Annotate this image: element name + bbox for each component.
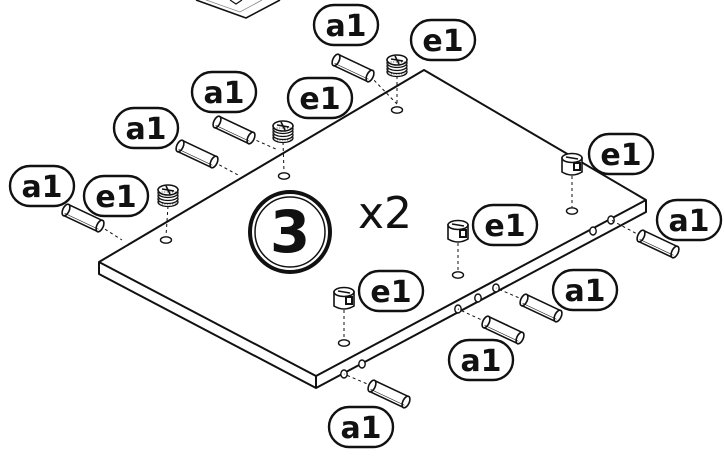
dowels	[61, 53, 680, 409]
part-label-text: e1	[95, 180, 136, 215]
cam-hole	[337, 339, 351, 347]
cam-label-c2: e1	[286, 76, 354, 120]
step-badge: 3	[248, 190, 332, 274]
dowel-label-d4: a1	[8, 164, 76, 208]
part-label-text: e1	[299, 82, 340, 117]
dowel-d7	[481, 315, 525, 345]
dowel-label-d6: a1	[551, 268, 619, 312]
edge-hole	[607, 215, 615, 225]
part-label-text: e1	[422, 24, 463, 59]
part-label-text: a1	[203, 76, 244, 111]
dowel-d3	[175, 139, 219, 169]
cam-locks	[157, 54, 583, 310]
part-label-text: a1	[564, 274, 605, 309]
cam-lock-c3	[157, 184, 179, 208]
dowel-label-d7: a1	[447, 338, 515, 382]
cam-lock-c2	[272, 120, 294, 144]
cam-label-c5: e1	[471, 203, 539, 247]
step-number: 3	[270, 198, 310, 266]
dowel-label-d8: a1	[327, 405, 395, 449]
dowel-d5	[636, 229, 680, 259]
part-label-text: e1	[370, 275, 411, 310]
cam-label-c4: e1	[587, 132, 655, 176]
part-label-text: a1	[668, 204, 709, 239]
panel-board	[98, 69, 647, 389]
cam-hole	[277, 172, 291, 180]
face-holes	[159, 106, 579, 347]
cam-label-c3: e1	[82, 174, 150, 218]
edge-hole	[589, 226, 597, 236]
guide-lines	[99, 75, 642, 387]
dowel-d6	[519, 293, 563, 323]
cam-label-c6: e1	[357, 269, 425, 313]
cam-lock-c5	[447, 219, 469, 243]
dowel-label-d2: a1	[190, 70, 258, 114]
cam-hole	[159, 236, 173, 244]
dowel-d4	[61, 203, 105, 233]
part-label-text: a1	[325, 9, 366, 44]
edge-hole	[358, 359, 366, 369]
cam-lock-c1	[386, 54, 408, 78]
part-labels: a1 a1 a1 a1 a1 a1 a1 a1 e1 e1 e1 e1 e1 e1	[8, 3, 723, 449]
cam-lock-c4	[561, 152, 583, 176]
dowel-d2	[212, 115, 256, 145]
part-label-text: e1	[484, 209, 525, 244]
cam-hole	[451, 271, 465, 279]
part-label-text: a1	[125, 112, 166, 147]
part-label-text: e1	[600, 138, 641, 173]
cam-lock-c6	[333, 286, 355, 310]
dowel-d1	[331, 53, 375, 83]
part-label-text: a1	[340, 411, 381, 446]
cam-hole	[565, 207, 579, 215]
dowel-label-d1: a1	[312, 3, 380, 47]
step-quantity: x2	[358, 188, 412, 239]
part-label-text: a1	[460, 344, 501, 379]
dowel-d8	[367, 379, 411, 409]
cam-hole	[390, 106, 404, 114]
dowel-label-d3: a1	[112, 106, 180, 150]
previous-step-fragment	[195, 0, 281, 19]
edge-hole	[474, 293, 482, 303]
cam-label-c1: e1	[409, 18, 477, 62]
dowel-label-d5: a1	[655, 198, 723, 242]
part-label-text: a1	[21, 170, 62, 205]
